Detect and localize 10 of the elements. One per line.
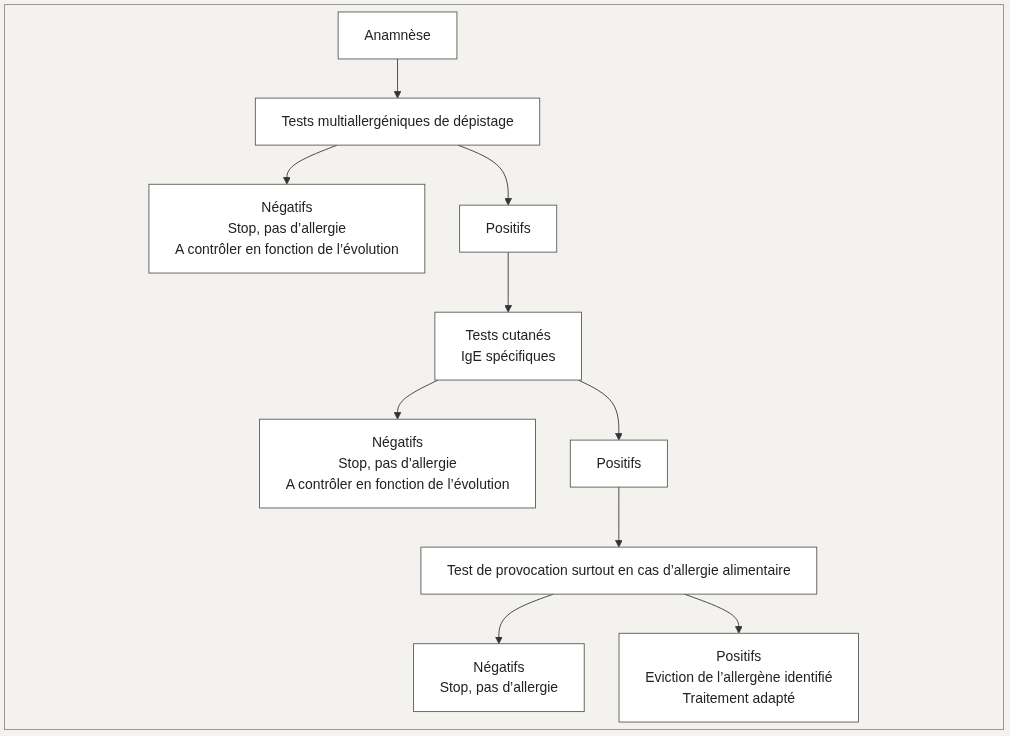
node-box: Positifs Eviction de l’allergène identifié Traitement adapté: [618, 632, 860, 723]
node-box: Négatifs Stop, pas d’allergie A contrôler en fonction de l’évolution: [148, 183, 426, 274]
node-box: Tests multiallergéniques de dépistage: [255, 97, 541, 146]
node-box: Positifs: [570, 439, 669, 488]
node-box: Négatifs Stop, pas d’allergie: [413, 643, 585, 713]
node-box: Positifs: [459, 204, 558, 253]
node-box: Test de provocation surtout en cas d’allergie alimentaire: [420, 546, 818, 595]
node-box: Tests cutanés IgE spécifiques: [434, 311, 583, 381]
node-box: Négatifs Stop, pas d’allergie A contrôler en fonction de l’évolution: [259, 418, 537, 509]
node-box: Anamnèse: [337, 11, 458, 60]
